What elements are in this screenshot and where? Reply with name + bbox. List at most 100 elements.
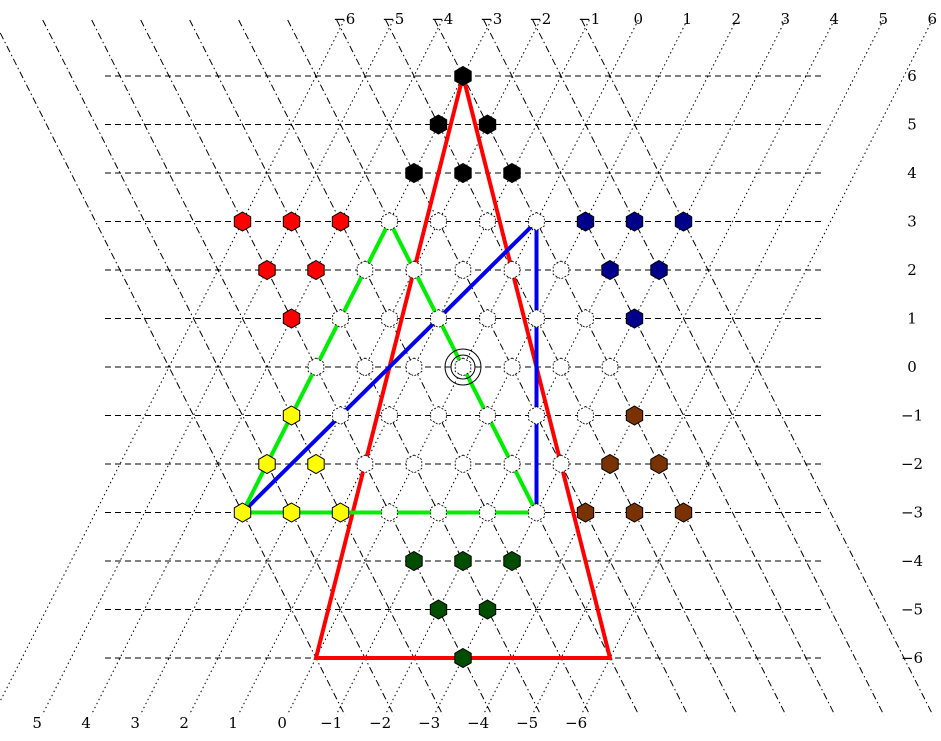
black-piece: [454, 65, 472, 87]
bottom-axis-label: −4: [467, 714, 489, 732]
empty-hole: [356, 454, 374, 474]
grid-diagonal-dashdot: [42, 19, 395, 716]
dark-green-piece: [478, 599, 497, 620]
brown-piece: [674, 502, 693, 523]
grid-diagonal-dotted: [188, 19, 541, 716]
bottom-axis-label: 5: [32, 714, 42, 732]
bottom-axis-label: −5: [516, 714, 538, 732]
red-piece: [331, 211, 350, 232]
right-axis-label: −6: [901, 649, 923, 667]
navy-piece: [674, 211, 693, 232]
empty-hole: [479, 406, 496, 425]
grid-diagonal-dotted: [237, 19, 590, 716]
grid-diagonal-dashdot: [287, 19, 640, 716]
bottom-axis-label: 2: [179, 714, 189, 732]
top-axis-label: −3: [480, 10, 502, 28]
empty-hole: [381, 212, 398, 231]
grid-diagonal-dashdot: [581, 19, 934, 716]
empty-hole: [430, 309, 447, 328]
grid-diagonal-dashdot: [336, 19, 689, 716]
board-cells: [233, 65, 693, 669]
empty-hole: [479, 503, 496, 522]
grid-diagonal-dotted: [482, 19, 835, 716]
black-piece: [405, 162, 423, 184]
grid-diagonal-dashdot: [238, 19, 591, 716]
top-axis-label: −1: [578, 10, 600, 28]
empty-hole: [430, 406, 447, 425]
empty-hole: [503, 454, 521, 474]
bottom-axis-label: −6: [565, 714, 587, 732]
black-piece: [429, 114, 448, 135]
top-axis-label: 0: [634, 10, 644, 28]
empty-hole: [479, 309, 496, 328]
grid-diagonal-dashdot: [140, 19, 493, 716]
grid-lines: [0, 19, 934, 716]
black-piece: [454, 162, 472, 184]
empty-hole: [430, 212, 447, 231]
right-axis-label: 1: [907, 310, 917, 328]
right-axis-label: 0: [907, 358, 917, 376]
empty-hole: [503, 260, 521, 280]
empty-hole: [577, 309, 594, 328]
top-axis-label: −6: [333, 10, 355, 28]
bottom-axis-label: 4: [81, 714, 91, 732]
bottom-axis-label: −1: [320, 714, 342, 732]
grid-diagonal-dotted: [0, 19, 345, 703]
center-ring: [444, 348, 482, 386]
brown-piece: [625, 405, 644, 426]
empty-hole: [430, 503, 447, 522]
bottom-axis-label: 1: [228, 714, 238, 732]
empty-hole: [552, 260, 570, 280]
grid-diagonal-dotted: [433, 19, 786, 716]
grid-diagonal-dashdot: [0, 31, 346, 716]
red-piece: [282, 308, 301, 329]
top-axis-label: −4: [431, 10, 453, 28]
dark-green-piece: [503, 550, 521, 572]
right-axis-label: −2: [901, 455, 923, 473]
yellow-piece: [233, 502, 252, 523]
navy-piece: [576, 211, 595, 232]
grid-diagonal-dashdot: [91, 19, 444, 716]
navy-piece: [601, 259, 619, 281]
right-axis-label: 3: [907, 213, 917, 231]
top-axis-label: 1: [683, 10, 693, 28]
empty-hole: [528, 212, 545, 231]
empty-hole: [405, 260, 423, 280]
empty-hole: [356, 357, 374, 377]
top-axis-label: 2: [732, 10, 742, 28]
right-axis-label: −5: [901, 601, 923, 619]
empty-hole: [528, 503, 545, 522]
top-axis-label: −5: [382, 10, 404, 28]
empty-hole: [381, 309, 398, 328]
empty-hole: [332, 309, 349, 328]
right-axis-label: 6: [907, 67, 917, 85]
yellow-piece: [282, 502, 301, 523]
yellow-piece: [282, 405, 301, 426]
dark-green-piece: [454, 647, 472, 669]
empty-hole: [454, 260, 472, 280]
axis-labels: 6543210−1−2−3−4−5−6−6−5−4−3−2−1012345665…: [32, 10, 938, 732]
right-axis-label: −3: [901, 504, 923, 522]
empty-hole: [479, 212, 496, 231]
black-piece: [478, 114, 497, 135]
bottom-axis-label: −3: [418, 714, 440, 732]
grid-diagonal-dotted: [286, 19, 639, 716]
empty-hole: [552, 454, 570, 474]
yellow-piece: [258, 453, 276, 475]
empty-hole: [381, 406, 398, 425]
red-piece: [282, 211, 301, 232]
top-axis-label: 3: [781, 10, 791, 28]
empty-hole: [332, 406, 349, 425]
brown-piece: [625, 502, 644, 523]
grid-diagonal-dotted: [139, 19, 492, 716]
top-axis-label: 6: [928, 10, 938, 28]
grid-diagonal-dotted: [90, 19, 443, 716]
bottom-axis-label: 3: [130, 714, 140, 732]
navy-piece: [650, 259, 668, 281]
bottom-axis-label: −2: [369, 714, 391, 732]
grid-diagonal-dotted: [580, 19, 933, 716]
empty-hole: [528, 309, 545, 328]
right-axis-label: 5: [907, 116, 917, 134]
top-axis-label: 5: [879, 10, 889, 28]
